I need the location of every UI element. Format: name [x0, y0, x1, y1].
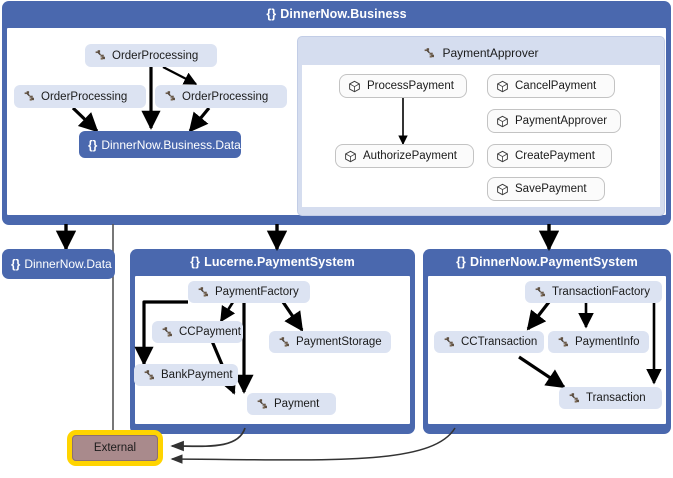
- panel-title-dinnernow-paymentsystem: {}DinnerNow.PaymentSystem: [428, 249, 666, 276]
- class-node-label: PaymentFactory: [215, 286, 299, 298]
- class-group-title-text: PaymentApprover: [442, 46, 539, 60]
- method-icon: [349, 80, 360, 92]
- class-node-label: CCPayment: [179, 326, 241, 338]
- class-icon: [425, 47, 435, 58]
- method-icon: [497, 80, 508, 92]
- method-node-cancelpayment[interactable]: CancelPayment: [487, 74, 615, 98]
- class-node-paymentfactory[interactable]: PaymentFactory: [188, 281, 310, 303]
- method-icon: [497, 150, 508, 162]
- class-icon: [535, 286, 545, 297]
- class-node-label: BankPayment: [161, 369, 233, 381]
- method-icon: [497, 183, 508, 195]
- namespace-chip-dinnernow-data[interactable]: {}DinnerNow.Data: [2, 249, 115, 279]
- class-node-ccpayment[interactable]: CCPayment: [152, 321, 243, 343]
- class-node-label: PaymentStorage: [296, 336, 382, 348]
- namespace-chip-dinnernow-business-data[interactable]: {}DinnerNow.Business.Data: [79, 131, 241, 158]
- class-node-label: TransactionFactory: [552, 286, 650, 298]
- class-node-paymentinfo[interactable]: PaymentInfo: [548, 331, 649, 353]
- method-icon: [345, 150, 356, 162]
- namespace-brace-icon: {}: [88, 137, 98, 152]
- method-node-label: AuthorizePayment: [363, 150, 457, 162]
- class-node-label: CCTransaction: [461, 336, 538, 348]
- class-icon: [24, 91, 34, 101]
- panel-title-text: DinnerNow.PaymentSystem: [470, 255, 638, 269]
- method-node-label: PaymentApprover: [515, 115, 608, 127]
- external-node-label: External: [93, 442, 137, 454]
- namespace-brace-icon: {}: [190, 255, 201, 269]
- method-node-label: ProcessPayment: [367, 80, 454, 92]
- class-node-label: OrderProcessing: [41, 90, 128, 103]
- class-node-transaction[interactable]: Transaction: [559, 387, 662, 409]
- panel-title-text: DinnerNow.Business: [280, 7, 407, 21]
- method-node-savepayment[interactable]: SavePayment: [487, 177, 605, 201]
- namespace-chip-label: DinnerNow.Business.Data: [101, 137, 241, 152]
- method-node-authorizepayment[interactable]: AuthorizePayment: [335, 144, 474, 168]
- method-node-processpayment[interactable]: ProcessPayment: [339, 74, 467, 98]
- class-node-label: OrderProcessing: [112, 49, 199, 62]
- panel-title-lucerne: {}Lucerne.PaymentSystem: [135, 249, 410, 276]
- namespace-brace-icon: {}: [456, 255, 467, 269]
- class-icon: [95, 50, 105, 60]
- class-node-label: OrderProcessing: [182, 90, 269, 103]
- method-node-label: CancelPayment: [515, 80, 597, 92]
- class-node-transactionfactory[interactable]: TransactionFactory: [525, 281, 662, 303]
- class-group-title: PaymentApprover: [302, 41, 660, 65]
- class-node-label: Transaction: [586, 392, 646, 404]
- class-icon: [444, 336, 454, 347]
- method-node-createpayment[interactable]: CreatePayment: [487, 144, 612, 168]
- class-node-payment[interactable]: Payment: [247, 393, 336, 415]
- namespace-chip-label: DinnerNow.Data: [24, 257, 112, 271]
- method-node-label: SavePayment: [515, 183, 587, 195]
- class-node-cctransaction[interactable]: CCTransaction: [434, 331, 544, 353]
- namespace-brace-icon: {}: [266, 7, 277, 21]
- class-icon: [569, 392, 579, 403]
- method-node-paymentapprover[interactable]: PaymentApprover: [487, 109, 621, 133]
- class-icon: [144, 369, 154, 380]
- method-node-label: CreatePayment: [515, 150, 595, 162]
- class-icon: [257, 398, 267, 409]
- class-icon: [558, 336, 568, 347]
- external-node[interactable]: External: [67, 430, 163, 466]
- class-icon: [162, 326, 172, 337]
- class-node-label: PaymentInfo: [575, 336, 640, 348]
- method-icon: [497, 115, 508, 127]
- class-icon: [279, 336, 289, 347]
- panel-title-dinnernow-business: {}DinnerNow.Business: [7, 1, 666, 28]
- class-node-orderprocessing-top[interactable]: OrderProcessing: [85, 44, 217, 67]
- class-node-orderprocessing-left[interactable]: OrderProcessing: [14, 85, 146, 108]
- external-node-inner: External: [72, 435, 158, 461]
- namespace-brace-icon: {}: [11, 257, 21, 271]
- class-node-label: Payment: [274, 398, 320, 410]
- class-node-orderprocessing-right[interactable]: OrderProcessing: [155, 85, 287, 108]
- panel-title-text: Lucerne.PaymentSystem: [204, 255, 355, 269]
- class-node-paymentstorage[interactable]: PaymentStorage: [269, 331, 391, 353]
- class-icon: [165, 91, 175, 101]
- class-node-bankpayment[interactable]: BankPayment: [134, 364, 238, 386]
- class-icon: [198, 286, 208, 297]
